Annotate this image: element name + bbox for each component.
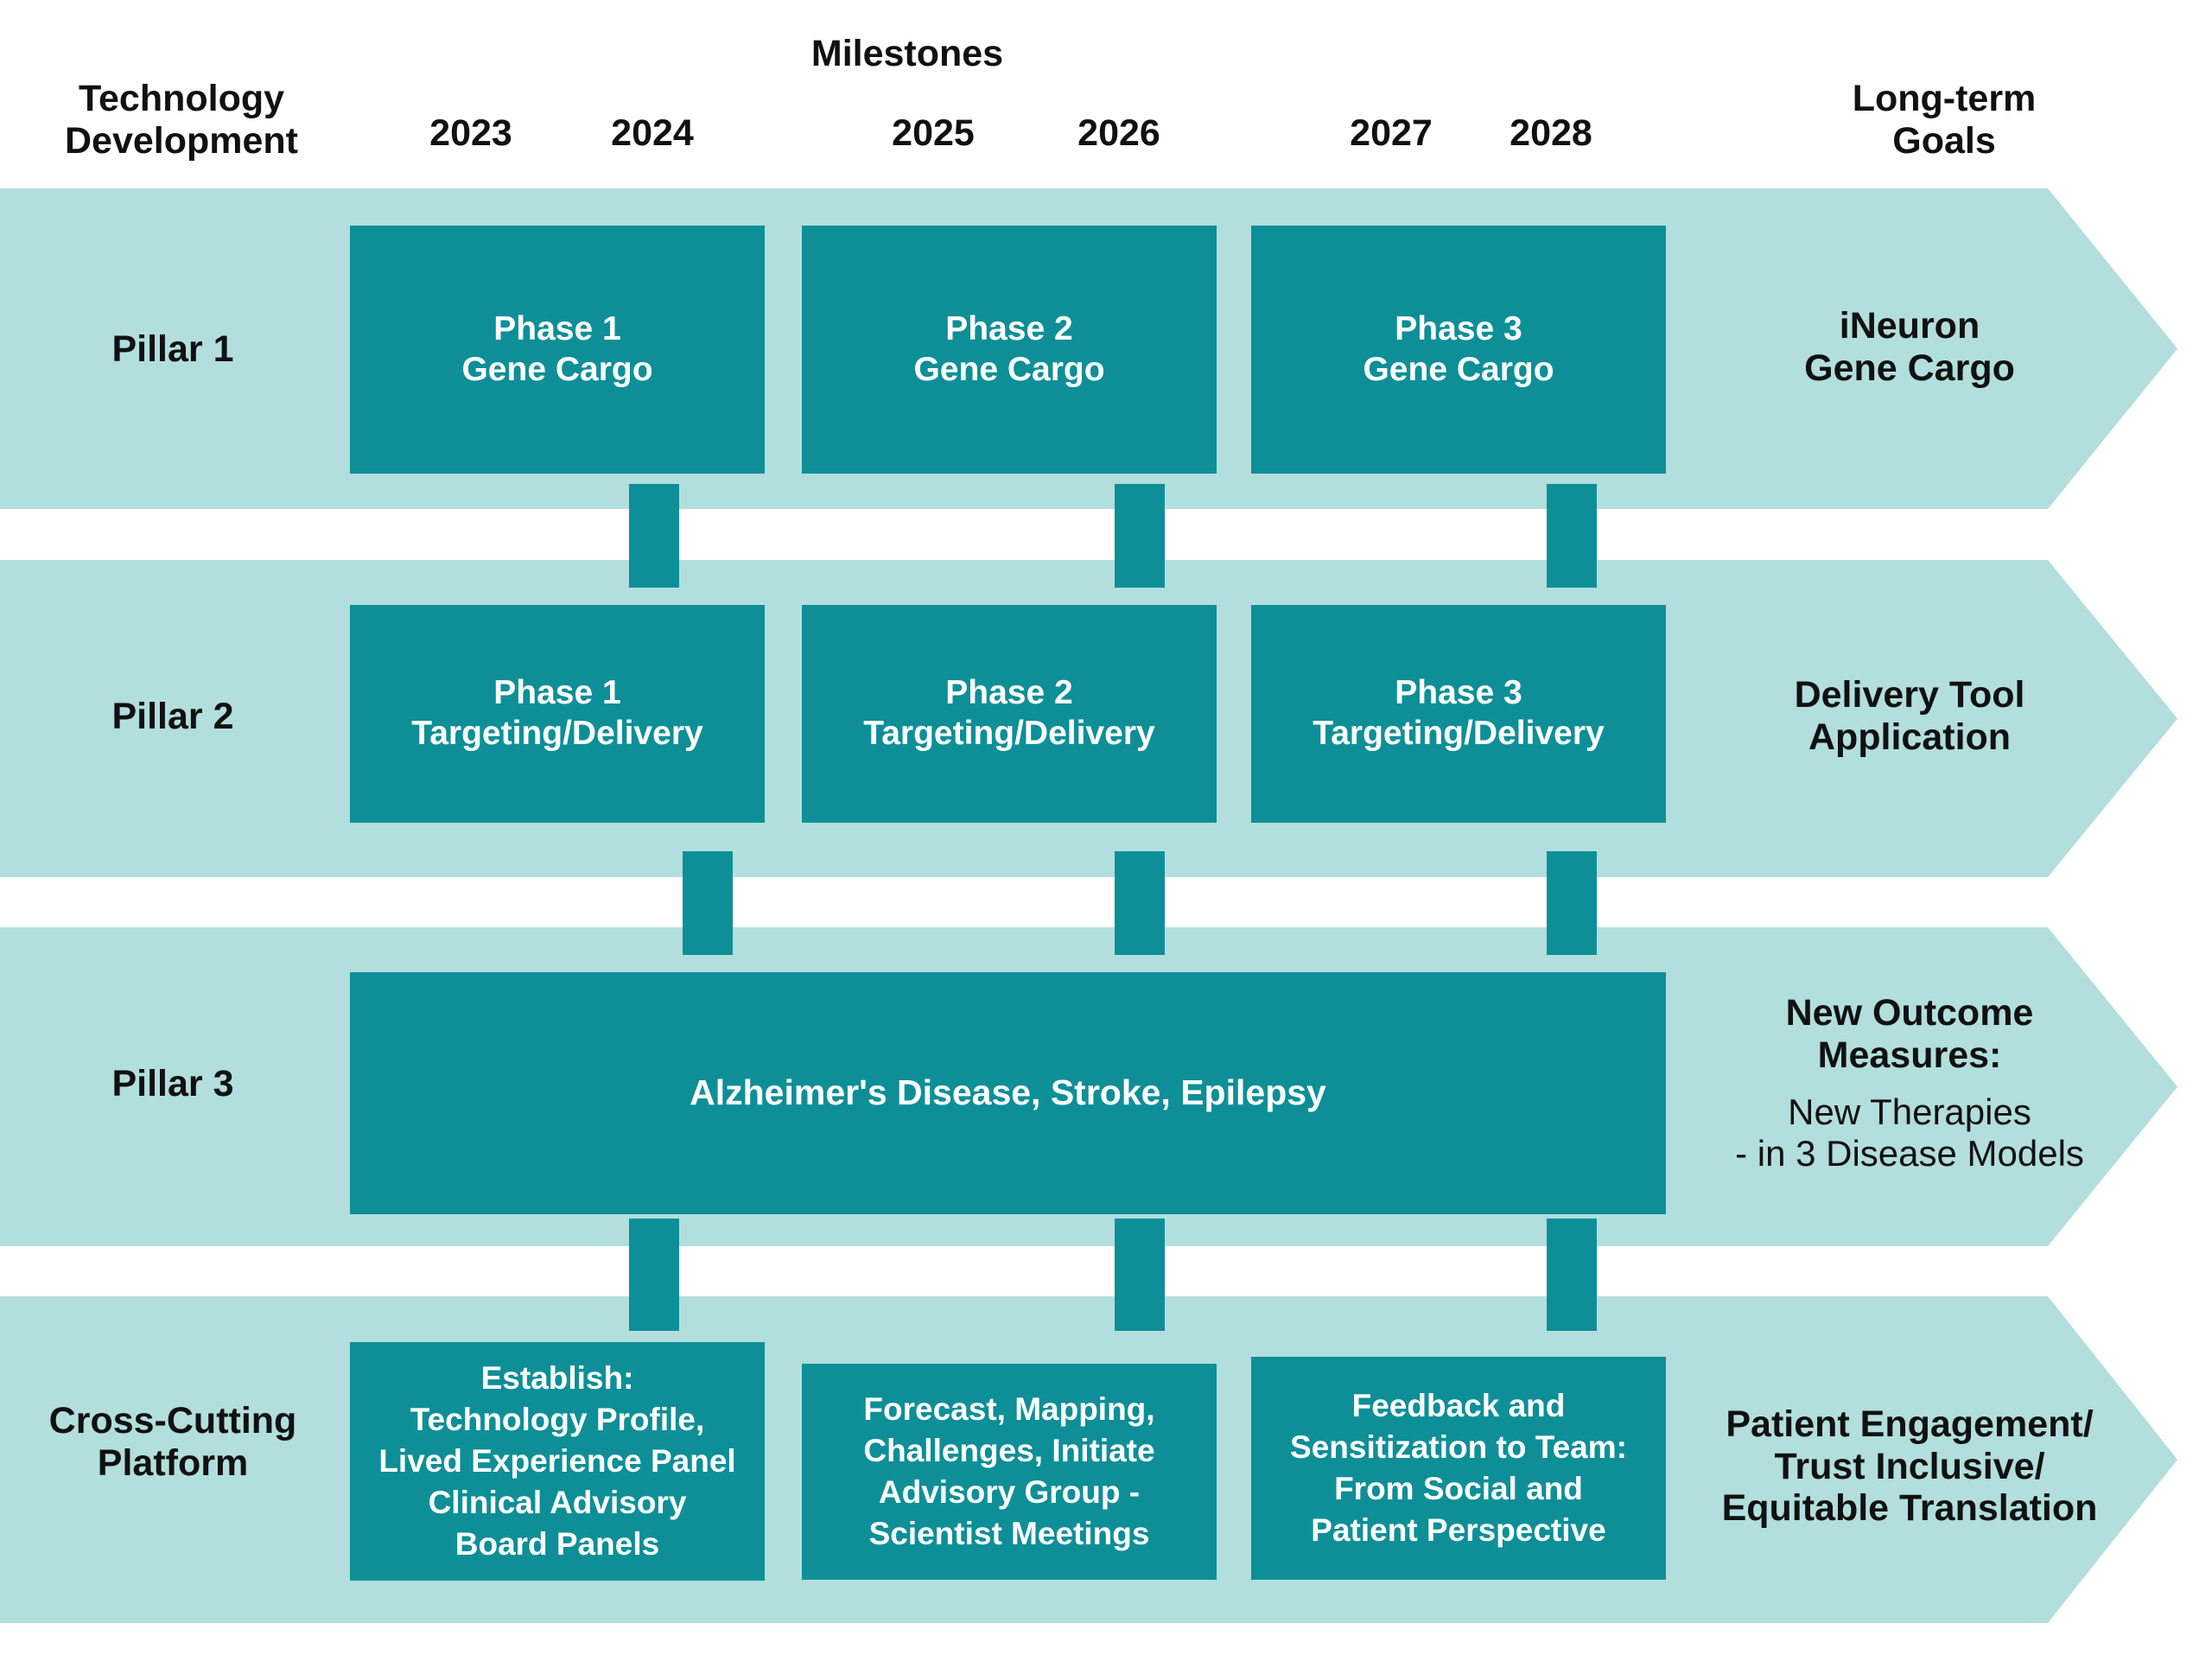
goal-strong-pillar-2: Delivery Tool Application (1794, 674, 2025, 758)
goal-strong-cross-cutting-platform: Patient Engagement/ Trust Inclusive/ Equ… (1721, 1403, 2098, 1530)
connector-stub-row3-row4-middle (1115, 1219, 1165, 1331)
milestone-box-platform-feedback[interactable]: Feedback and Sensitization to Team: From… (1251, 1357, 1666, 1580)
header-technology-development: Technology Development (64, 78, 298, 162)
connector-stub-row3-row4-left (629, 1219, 679, 1331)
connector-stub-row1-row2-left (629, 484, 679, 588)
milestone-box-pillar1-phase3[interactable]: Phase 3 Gene Cargo (1251, 226, 1666, 474)
goal-plain-pillar-3: New Therapies - in 3 Disease Models (1735, 1091, 2084, 1174)
header-milestones: Milestones (810, 33, 1004, 74)
year-label-2023: 2023 (429, 112, 512, 154)
row-label-pillar-2: Pillar 2 (111, 696, 234, 737)
connector-stub-row1-row2-middle (1115, 484, 1165, 588)
goal-label-pillar-3: New Outcome Measures: New Therapies - in… (1694, 977, 2126, 1189)
milestone-box-platform-establish[interactable]: Establish: Technology Profile, Lived Exp… (350, 1342, 765, 1581)
year-label-2024: 2024 (611, 112, 694, 154)
milestone-box-pillar1-phase1[interactable]: Phase 1 Gene Cargo (350, 226, 765, 474)
milestone-box-pillar2-phase2[interactable]: Phase 2 Targeting/Delivery (802, 605, 1217, 823)
goal-label-pillar-2: Delivery Tool Application (1694, 659, 2126, 773)
milestone-box-pillar3-diseases[interactable]: Alzheimer's Disease, Stroke, Epilepsy (350, 972, 1666, 1214)
goal-label-pillar-1: iNeuron Gene Cargo (1694, 290, 2126, 404)
goal-label-cross-cutting-platform: Patient Engagement/ Trust Inclusive/ Equ… (1694, 1388, 2126, 1545)
goal-strong-pillar-3: New Outcome Measures: (1785, 992, 2034, 1076)
milestone-box-pillar2-phase1[interactable]: Phase 1 Targeting/Delivery (350, 605, 765, 823)
year-label-2028: 2028 (1510, 112, 1592, 154)
year-label-2027: 2027 (1350, 112, 1433, 154)
connector-stub-row2-row3-left (683, 851, 733, 955)
connector-stub-row1-row2-right (1547, 484, 1597, 588)
connector-stub-row2-row3-right (1547, 851, 1597, 955)
milestone-box-pillar2-phase3[interactable]: Phase 3 Targeting/Delivery (1251, 605, 1666, 823)
year-label-2025: 2025 (892, 112, 975, 154)
row-label-pillar-3: Pillar 3 (111, 1063, 234, 1104)
milestone-box-platform-forecast[interactable]: Forecast, Mapping, Challenges, Initiate … (802, 1364, 1217, 1580)
connector-stub-row2-row3-middle (1115, 851, 1165, 955)
year-label-2026: 2026 (1077, 112, 1160, 154)
row-label-cross-cutting-platform: Cross-Cutting Platform (48, 1400, 297, 1484)
row-label-pillar-1: Pillar 1 (111, 328, 234, 370)
goal-strong-pillar-1: iNeuron Gene Cargo (1804, 305, 2015, 389)
milestone-box-pillar1-phase2[interactable]: Phase 2 Gene Cargo (802, 226, 1217, 474)
header-long-term-goals: Long-term Goals (1852, 78, 2037, 162)
connector-stub-row3-row4-right (1547, 1219, 1597, 1331)
